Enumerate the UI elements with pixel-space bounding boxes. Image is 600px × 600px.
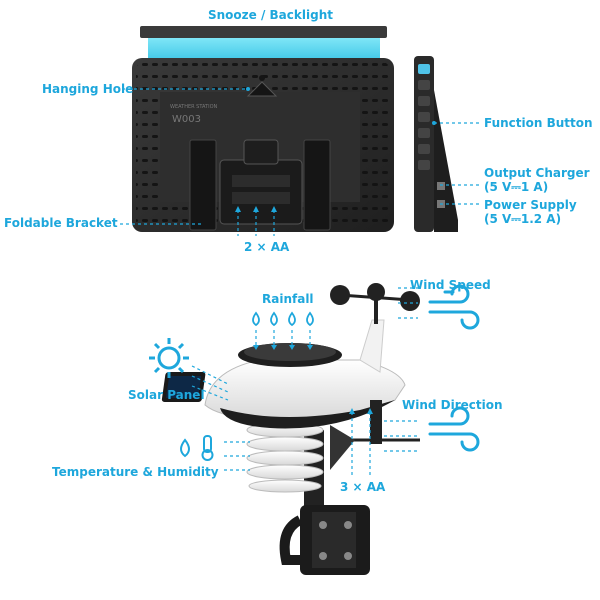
wind-vane xyxy=(330,400,420,470)
label-foldable-bracket: Foldable Bracket xyxy=(4,216,118,230)
label-output-charger-spec: (5 V⎓1 A) xyxy=(484,180,549,194)
leader-arrows-sensor xyxy=(253,345,373,414)
raindrop-icons xyxy=(252,311,314,327)
label-solar-panel: Solar Panel xyxy=(128,388,205,402)
label-batteries-display: 2 × AA xyxy=(244,240,290,254)
label-power-supply-spec: (5 V⎓1.2 A) xyxy=(484,212,562,226)
sun-icon xyxy=(149,338,189,378)
display-unit-side xyxy=(414,56,458,232)
humidity-icon xyxy=(180,438,190,458)
usb-output-port xyxy=(437,182,445,190)
label-power-supply: Power Supply xyxy=(484,198,577,212)
foldable-bracket-left xyxy=(189,139,217,231)
label-function-button: Function Button xyxy=(484,116,593,130)
label-rainfall: Rainfall xyxy=(262,292,314,306)
label-output-charger: Output Charger xyxy=(484,166,590,180)
label-temperature-humidity: Temperature & Humidity xyxy=(52,465,219,479)
radiation-shield xyxy=(246,422,324,493)
wind-direction-icon xyxy=(428,406,480,452)
wind-speed-icon xyxy=(428,284,480,330)
anemometer xyxy=(330,283,420,324)
sensor-unit xyxy=(161,283,420,575)
label-wind-direction: Wind Direction xyxy=(402,398,503,412)
leader-arrows-display xyxy=(235,87,436,212)
label-hanging-hole: Hanging Hole xyxy=(42,82,134,96)
label-wind-speed: Wind Speed xyxy=(410,278,491,292)
label-batteries-sensor: 3 × AA xyxy=(340,480,386,494)
snooze-backlight-bar xyxy=(140,26,387,38)
foldable-bracket-right xyxy=(303,139,331,231)
thermometer-icon xyxy=(201,435,214,461)
leader-lines-sensor xyxy=(191,287,418,476)
label-snooze-backlight: Snooze / Backlight xyxy=(208,8,333,22)
leader-lines-display xyxy=(120,88,480,236)
model-text: W003 xyxy=(172,114,201,125)
display-unit-back: WEATHER STATION W003 xyxy=(132,26,394,232)
hanging-hole xyxy=(246,81,278,97)
brand-small-text: WEATHER STATION xyxy=(170,104,218,110)
